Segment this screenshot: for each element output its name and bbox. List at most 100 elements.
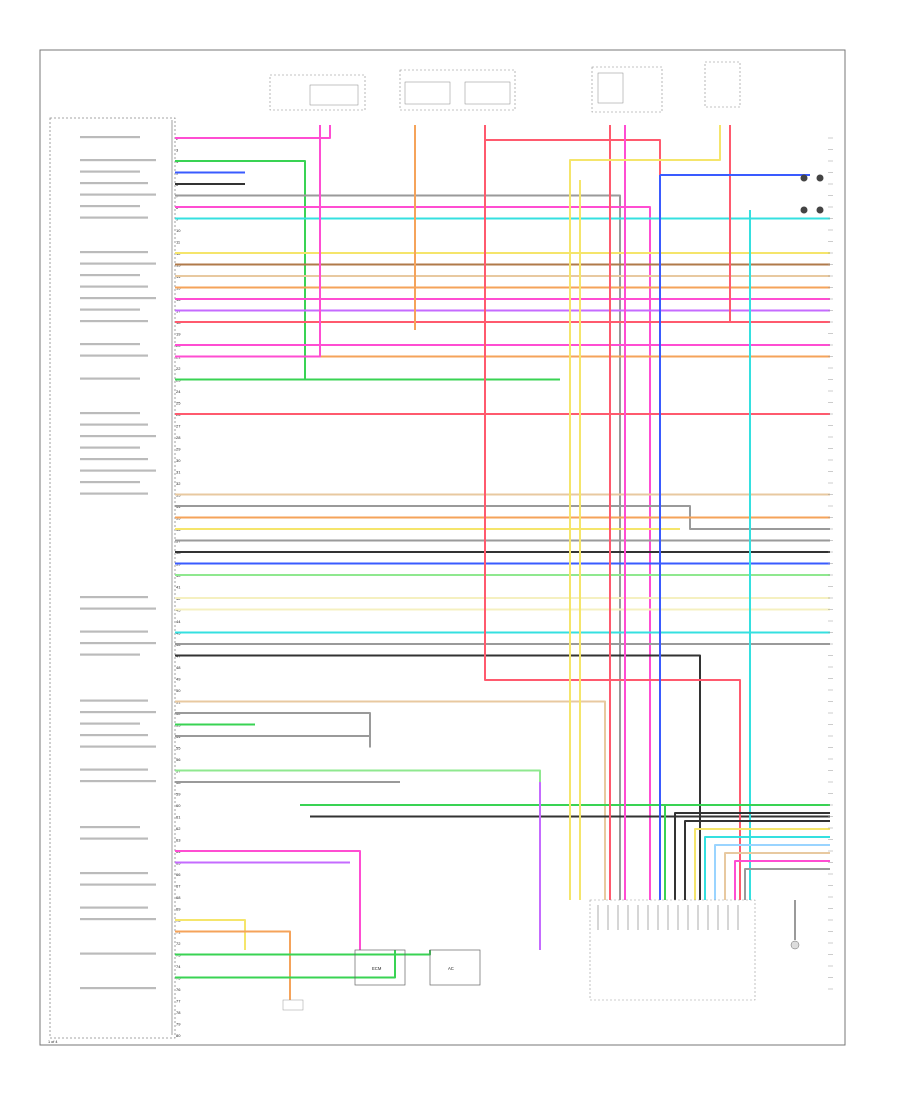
circuit-label-placeholder: [80, 837, 148, 840]
pcm-pin-number: 72: [176, 941, 181, 946]
circuit-label-placeholder: [80, 285, 148, 288]
circuit-label-placeholder: [80, 883, 156, 886]
pcm-pin-number: 59: [176, 792, 181, 797]
circuit-label-placeholder: [80, 170, 140, 173]
pcm-pin-number: 80: [176, 1033, 181, 1038]
circuit-label-placeholder: [80, 182, 148, 185]
circuit-label-placeholder: [80, 435, 156, 438]
fuse-box-left: [269, 74, 366, 111]
wire-right-bundle: [674, 812, 830, 900]
pcm-pin-number: 69: [176, 907, 181, 912]
fuse-box-center-inner-b: [464, 81, 511, 105]
pcm-pin-number: 48: [176, 665, 181, 670]
sensor-bulb: [790, 940, 800, 950]
switch-box-right: [704, 61, 741, 108]
circuit-label-placeholder: [80, 607, 156, 610]
wire-yellow-top: [569, 125, 721, 900]
wire-pink-long: [175, 206, 651, 900]
circuit-label-placeholder: [80, 768, 148, 771]
circuit-label-placeholder: [80, 906, 148, 909]
wire-traces: [175, 125, 833, 1000]
circuit-label-placeholder: [80, 469, 156, 472]
circuit-label-placeholder: [80, 308, 140, 311]
wire-pink-d: [175, 850, 361, 950]
wire-right-bundle: [724, 852, 830, 900]
wire-right-bundle: [694, 828, 830, 900]
wire-gray-e: [175, 712, 371, 748]
pcm-pin-number: 74: [176, 964, 181, 969]
module-box-ecm: [354, 949, 406, 986]
bottom-right-connector: [589, 899, 756, 1001]
relay-box: [591, 66, 663, 113]
circuit-label-placeholder: [80, 262, 156, 265]
wire-black-c: [175, 654, 701, 900]
pcm-pin-number: 67: [176, 884, 181, 889]
circuit-label-placeholder: [80, 159, 156, 162]
circuit-label-placeholder: [80, 492, 148, 495]
wire-right-bundle: [684, 820, 830, 900]
circuit-label-placeholder: [80, 734, 148, 737]
circuit-label-placeholder: [80, 251, 148, 254]
pcm-connector-box: [49, 117, 176, 1039]
pcm-pin-number: 32: [176, 481, 181, 486]
circuit-label-placeholder: [80, 987, 156, 990]
circuit-label-placeholder: [80, 780, 156, 783]
circuit-label-placeholder: [80, 446, 140, 449]
circuit-label-placeholder: [80, 699, 148, 702]
diagram-border: [39, 49, 846, 1046]
module-box-ac-label: AC: [448, 966, 454, 971]
wire-pink-vert: [175, 125, 321, 358]
pcm-pin-number: 49: [176, 677, 181, 682]
circuit-label-placeholder: [80, 481, 140, 484]
pcm-pin-number: 29: [176, 447, 181, 452]
circuit-label-placeholder: [80, 412, 140, 415]
left-bottom-sensor: [282, 999, 304, 1011]
pcm-pin-number: 60: [176, 803, 181, 808]
pcm-pin-number: 28: [176, 435, 181, 440]
circuit-label-placeholder: [80, 320, 148, 323]
circuit-label-placeholder: [80, 952, 156, 955]
pcm-pin-number: 76: [176, 987, 181, 992]
pcm-pin-number: 55: [176, 746, 181, 751]
wire-yellow-c: [175, 919, 246, 950]
pcm-pin-number: 79: [176, 1022, 181, 1027]
pcm-pin-number: 78: [176, 1010, 181, 1015]
wire-right-bundle: [734, 860, 830, 900]
circuit-label-placeholder: [80, 193, 156, 196]
pcm-pin-number: 31: [176, 470, 181, 475]
wire-red-vert: [484, 125, 741, 900]
pcm-pin-numbers: 2345678910111213141516171819202122232425…: [176, 136, 181, 1038]
pcm-pin-number: 10: [176, 228, 181, 233]
circuit-label-placeholder: [80, 423, 148, 426]
fuse-box-center-inner-a: [404, 81, 451, 105]
pcm-pin-number: 63: [176, 838, 181, 843]
module-box-ac: [429, 949, 481, 986]
circuit-label-placeholder: [80, 297, 156, 300]
wire-green-e: [175, 950, 431, 956]
top-right-sensor-d: [816, 206, 824, 214]
pcm-pin-number: 11: [176, 240, 181, 245]
module-box-ecm-label: ECM: [372, 966, 382, 971]
pcm-pin-number: 41: [176, 585, 181, 590]
bottom-components: ECM AC 1 of 4: [48, 174, 824, 1044]
circuit-label-placeholder: [80, 872, 148, 875]
pcm-pin-number: 77: [176, 999, 181, 1004]
top-right-sensor-c: [800, 206, 808, 214]
circuit-label-placeholder: [80, 377, 140, 380]
wire-right-bundle: [664, 804, 830, 900]
pcm-pin-number: 27: [176, 424, 181, 429]
circuit-label-placeholder: [80, 274, 140, 277]
circuit-label-placeholder: [80, 918, 156, 921]
top-right-sensor-a: [800, 174, 808, 182]
wire-right-bundle: [714, 844, 830, 900]
wire-right-bundle: [744, 868, 830, 900]
circuit-label-placeholder: [80, 711, 156, 714]
wire-green: [175, 160, 560, 381]
top-components: [269, 61, 741, 113]
pcm-pin-number: 30: [176, 458, 181, 463]
fuse-box-center: [399, 69, 516, 111]
wire-pink-top: [175, 125, 331, 139]
circuit-label-placeholder: [80, 216, 148, 219]
circuit-label-placeholder: [80, 458, 148, 461]
